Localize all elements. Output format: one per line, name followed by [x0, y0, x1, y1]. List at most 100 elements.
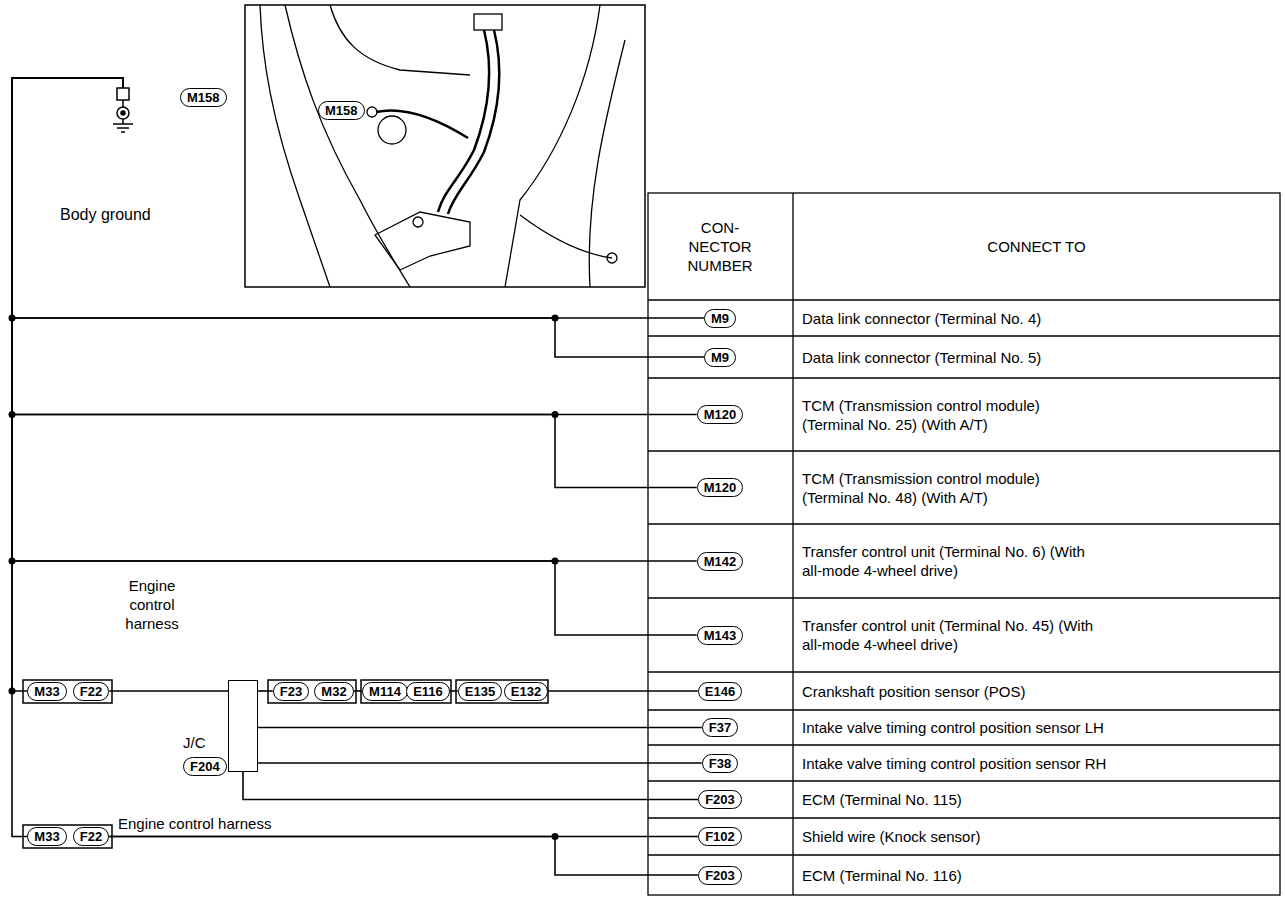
wire [12, 78, 697, 635]
table-rule [648, 450, 1280, 451]
table-cell: ECM (Terminal No. 115) [802, 790, 1272, 809]
wire [109, 690, 228, 692]
body-panel [330, 5, 470, 75]
table-cell-box: Intake valve timing control position sen… [802, 718, 1272, 737]
body-panel [260, 5, 330, 287]
table-header-box: CON- NECTOR NUMBER [675, 218, 765, 275]
connector-number: M32 [321, 683, 346, 700]
wire [12, 78, 704, 318]
bolt [607, 253, 617, 263]
table-cell: TCM (Transmission control module) (Termi… [802, 396, 1102, 434]
connector-pair-frame [361, 680, 451, 703]
connector-badge: F203 [698, 790, 742, 809]
table-cell-box: ECM (Terminal No. 115) [802, 790, 1272, 809]
table-cell: Transfer control unit (Terminal No. 45) … [802, 616, 1102, 654]
table-cell-box: Shield wire (Knock sensor) [802, 827, 1272, 846]
body-panel [520, 215, 612, 258]
table-header: CON- NECTOR NUMBER [675, 218, 765, 275]
table-header: CONNECT TO [793, 237, 1280, 256]
table-rule [648, 523, 1280, 524]
connector-number: F38 [709, 755, 731, 772]
wire [12, 78, 697, 488]
table-cell: TCM (Transmission control module) (Termi… [802, 469, 1102, 507]
table-rule [648, 744, 1280, 745]
table-cell-box: ECM (Terminal No. 116) [802, 866, 1272, 885]
table-cell-box: TCM (Transmission control module) (Termi… [802, 396, 1102, 434]
ground-bar [117, 127, 129, 129]
table-cell: ECM (Terminal No. 116) [802, 866, 1272, 885]
connector-badge: F102 [698, 827, 742, 846]
table-rule [648, 854, 1280, 855]
connector-number: F37 [709, 719, 731, 736]
connector-badge: M120 [697, 405, 744, 424]
ground-symbol [113, 88, 133, 132]
ground-eyelet [117, 107, 129, 119]
connector-badge: E146 [698, 682, 742, 701]
wire [12, 78, 704, 357]
ground-bar [113, 123, 133, 125]
connector-badge: M120 [697, 478, 744, 497]
connector-badge: F22 [73, 682, 109, 701]
table-cell-box: Data link connector (Terminal No. 5) [802, 348, 1272, 367]
ground-connector: M158 [112, 88, 227, 107]
bracket [375, 212, 470, 270]
connector-pair-frame [456, 680, 548, 703]
ground-bar [121, 131, 125, 133]
connector-badge: E135 [458, 682, 502, 701]
connector-number: F22 [80, 828, 102, 845]
table-rule [648, 597, 1280, 598]
table-header-box: CONNECT TO [793, 237, 1280, 256]
connector-badge: E132 [504, 682, 548, 701]
table-rule [792, 193, 793, 895]
illustration-frame [245, 5, 645, 287]
wire [354, 690, 362, 692]
junction-label: J/C [183, 733, 206, 752]
ground-wire [376, 110, 468, 138]
panel-hole [378, 116, 406, 144]
connector-badge: M114 [362, 682, 408, 701]
connector-badge: F22 [73, 827, 109, 846]
connector-number: M33 [34, 683, 59, 700]
connector-badge: M142 [697, 552, 744, 571]
connector-number: F102 [705, 828, 735, 845]
table-cell: Crankshaft position sensor (POS) [802, 682, 1272, 701]
harness-label: Engine control harness [118, 814, 271, 833]
connector-pair-frame [23, 825, 112, 848]
table-rule [648, 709, 1280, 710]
table-cell: Transfer control unit (Terminal No. 6) (… [802, 542, 1102, 580]
connector-pair-frame [268, 680, 356, 703]
wire [12, 78, 123, 691]
connector-number: M158 [180, 88, 227, 107]
connector-table [648, 193, 1280, 895]
bolt [413, 217, 423, 227]
connector-badge: M32 [314, 682, 353, 701]
wire [109, 837, 698, 876]
table-cell-box: Transfer control unit (Terminal No. 45) … [802, 616, 1102, 654]
wire [258, 690, 273, 692]
table-cell-box: Crankshaft position sensor (POS) [802, 682, 1272, 701]
connector-number: M120 [704, 406, 737, 423]
connector-pairs [23, 680, 548, 848]
body-panel [505, 5, 600, 287]
table-cell-box: TCM (Transmission control module) (Termi… [802, 469, 1102, 507]
connector-number: E135 [465, 683, 495, 700]
connector-badge: F203 [698, 866, 742, 885]
connector-pair-frame [23, 680, 112, 703]
body-panel [285, 5, 410, 287]
splice-dots [9, 315, 559, 841]
wire [450, 690, 458, 692]
connector-number: M142 [704, 553, 737, 570]
connector-number: M9 [711, 310, 729, 327]
connector-number: M114 [369, 683, 401, 700]
connector-badge: M33 [27, 827, 66, 846]
table-rule [648, 671, 1280, 672]
connector-badge: M9 [704, 348, 736, 367]
harness-label-box: Engine control harness [112, 576, 192, 633]
connector-badge: M33 [27, 682, 66, 701]
table-cell-box: Transfer control unit (Terminal No. 6) (… [802, 542, 1102, 580]
connector-number: E116 [413, 683, 443, 700]
ground-terminal-square [117, 88, 129, 100]
table-rule [648, 817, 1280, 818]
